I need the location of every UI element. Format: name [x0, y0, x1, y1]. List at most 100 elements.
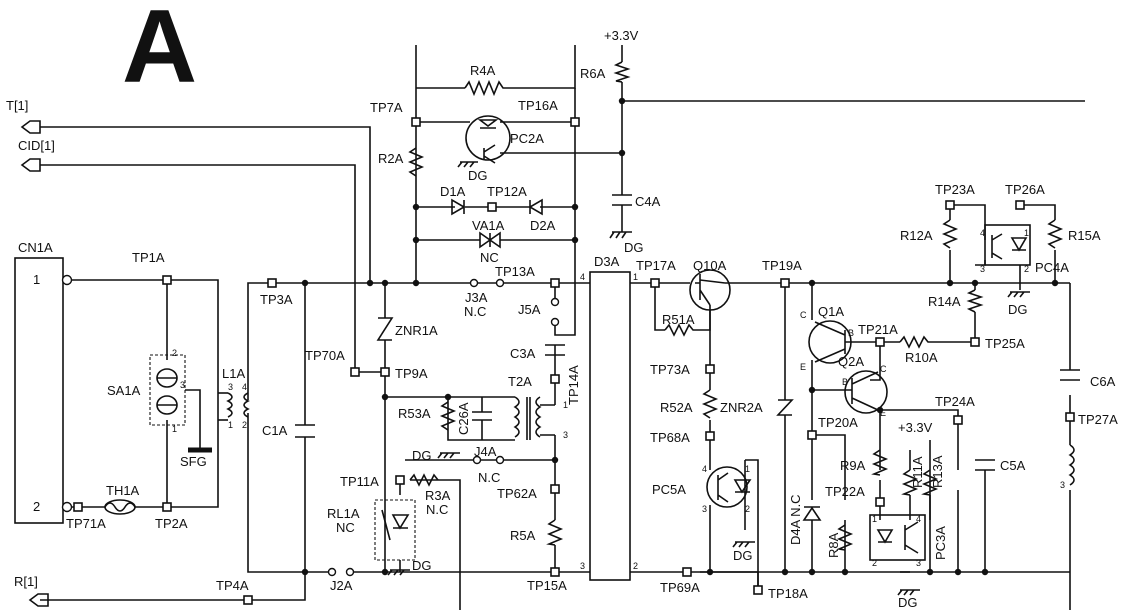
znr1a-label: ZNR1A: [395, 323, 438, 338]
q10a-transistor-symbol: [689, 269, 731, 311]
pc4a-pin-4: 4: [980, 228, 985, 238]
dg-label-2: DG: [412, 558, 432, 573]
t2a-transformer-symbol: [513, 396, 555, 440]
dg-label-6: DG: [898, 595, 918, 610]
r11a-label: R11A: [910, 456, 925, 488]
pc4a-optocoupler-symbol: [984, 224, 1031, 266]
tp73a-label: TP73A: [650, 362, 690, 377]
r9a-label: R9A: [840, 458, 866, 473]
dg-label-5: DG: [733, 548, 753, 563]
d1a-diode-symbol: [451, 198, 466, 216]
l1a-pin-2: 2: [242, 420, 247, 430]
j2a-jumper-symbol: [327, 567, 355, 577]
cn1a-label: CN1A: [18, 240, 53, 255]
pc2a-optocoupler-symbol: [465, 115, 511, 164]
q1a-transistor-symbol: [808, 320, 860, 364]
tp4a-label: TP4A: [216, 578, 249, 593]
l1a-pin-1: 1: [228, 420, 233, 430]
pc5a-pin-4: 4: [702, 464, 707, 474]
r14a-label: R14A: [928, 294, 961, 309]
th1a-label: TH1A: [106, 483, 140, 498]
ground-symbols: [387, 161, 1030, 596]
r14a-resistor-symbol: [966, 289, 984, 313]
l1a-label: L1A: [222, 366, 245, 381]
c1a-capacitor-symbol: [295, 424, 315, 438]
c5a-label: C5A: [1000, 458, 1026, 473]
tp1a-label: TP1A: [132, 250, 165, 265]
tp70a-label: TP70A: [305, 348, 345, 363]
d3a-label: D3A: [594, 254, 620, 269]
j4a-label: J4A: [474, 444, 497, 459]
c1a-label: C1A: [262, 423, 288, 438]
r15a-resistor-symbol: [1046, 219, 1064, 249]
t2a-label: T2A: [508, 374, 532, 389]
r10a-resistor-symbol: [899, 335, 930, 349]
t2a-pin-1: 1: [563, 400, 568, 410]
r13a-label: R13A: [930, 455, 945, 488]
q1a-pin-e: E: [800, 362, 806, 372]
q1a-pin-c: C: [800, 310, 807, 320]
znr2a-label: ZNR2A: [720, 400, 763, 415]
c3a-label: C3A: [510, 346, 536, 361]
sa1a-pin-2: 2: [172, 348, 177, 358]
r3a-label: R3A: [425, 488, 451, 503]
tp21a-label: TP21A: [858, 322, 898, 337]
tp71a-label: TP71A: [66, 516, 106, 531]
th1a-thermistor-symbol: [104, 499, 136, 515]
supply-label-2: +3.3V: [898, 420, 933, 435]
d2a-label: D2A: [530, 218, 556, 233]
tp12a-label: TP12A: [487, 184, 527, 199]
tp11a-label: TP11A: [340, 474, 379, 489]
port-cid-marker: [20, 158, 41, 172]
test-point-markers: [73, 117, 1075, 605]
r9a-resistor-symbol: [871, 449, 889, 476]
q1a-label: Q1A: [818, 304, 844, 319]
tp22a-label: TP22A: [825, 484, 865, 499]
port-r-label: R[1]: [14, 574, 38, 589]
j3a-nc-label: N.C: [464, 304, 486, 319]
r53a-label: R53A: [398, 406, 431, 421]
r51a-label: R51A: [662, 312, 695, 327]
tp20a-label: TP20A: [818, 415, 858, 430]
j3a-jumper-symbol: [469, 278, 505, 288]
tp69a-label: TP69A: [660, 580, 700, 595]
va1a-label: VA1A: [472, 218, 505, 233]
q10a-label: Q10A: [693, 258, 727, 273]
cn1a-pin-1-terminal: [61, 274, 73, 286]
pc3a-pin-4: 4: [916, 514, 921, 524]
r53a-resistor-symbol: [439, 401, 457, 431]
j5a-label: J5A: [518, 302, 541, 317]
tp16a-label: TP16A: [518, 98, 558, 113]
pc4a-pin-1: 1: [1024, 228, 1029, 238]
r3a-nc-label: N.C: [426, 502, 448, 517]
tp2a-label: TP2A: [155, 516, 188, 531]
r3a-resistor-symbol: [409, 473, 439, 487]
pc3a-optocoupler-symbol: [869, 514, 926, 561]
supply-label-1: +3.3V: [604, 28, 639, 43]
t2a-pin-3: 3: [563, 430, 568, 440]
c5a-capacitor-symbol: [975, 459, 995, 471]
dg-label-7: DG: [1008, 302, 1028, 317]
d3a-pin-3: 3: [580, 561, 585, 571]
tp7a-label: TP7A: [370, 100, 403, 115]
port-r-marker: [28, 593, 49, 607]
r52a-resistor-symbol: [701, 389, 719, 419]
c4a-capacitor-symbol: [612, 194, 632, 206]
tp26a-label: TP26A: [1005, 182, 1045, 197]
tp3a-label: TP3A: [260, 292, 293, 307]
r13a-resistor-symbol: [921, 469, 939, 496]
znr2a-varistor-symbol: [776, 399, 794, 416]
q2a-pin-e: E: [880, 408, 886, 418]
cn1a-pin-2-terminal: [61, 501, 73, 513]
r4a-resistor-symbol: [464, 79, 510, 97]
pc5a-pin-3: 3: [702, 504, 707, 514]
pc5a-pin-1: 1: [745, 464, 750, 474]
tp25a-label: TP25A: [985, 336, 1025, 351]
l1a-pin-4: 4: [242, 382, 247, 392]
tp23a-label: TP23A: [935, 182, 975, 197]
section-letter: A: [122, 0, 197, 105]
pc4a-label: PC4A: [1035, 260, 1069, 275]
q1a-pin-b: B: [848, 328, 854, 338]
sa1a-pin-3: 3: [180, 380, 185, 390]
